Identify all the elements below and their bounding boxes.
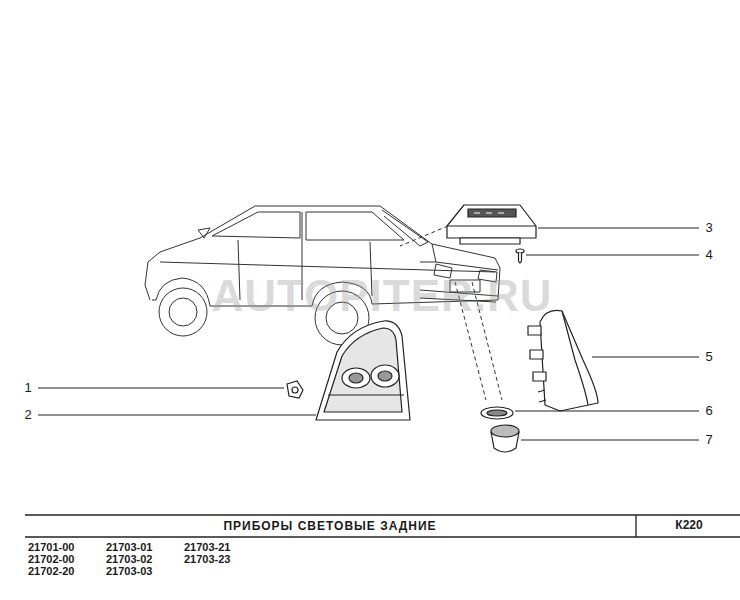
lamp-housing <box>447 205 536 238</box>
callout-number: 5 <box>705 350 712 364</box>
lamp-bracket <box>460 238 520 244</box>
model-code: 21703-03 <box>106 565 153 577</box>
screw <box>516 249 524 263</box>
lamp-housing <box>316 321 410 420</box>
tail-lamp <box>316 321 410 420</box>
plate-lamp-gasket <box>481 407 513 419</box>
lamp-lens <box>474 212 504 213</box>
car-rear-window <box>382 210 428 246</box>
band-rule <box>635 515 636 537</box>
lamp-housing <box>540 310 598 411</box>
model-code: 21703-01 <box>106 541 153 553</box>
lamp-connector <box>533 372 546 381</box>
sheet-number: К220 <box>675 519 702 532</box>
lamp-socket <box>287 381 303 398</box>
model-code: 21702-00 <box>28 553 75 565</box>
lamp-reflector <box>371 365 399 387</box>
leader-line <box>38 415 316 416</box>
leader-lines <box>38 228 699 440</box>
lamp-housing <box>562 311 588 405</box>
callout-number: 1 <box>24 381 31 395</box>
model-code: 21702-20 <box>28 565 75 577</box>
car-wheel <box>159 288 207 336</box>
model-code: 21701-00 <box>28 541 75 553</box>
car-wheel-arch <box>156 278 210 306</box>
screw-shank <box>519 253 522 263</box>
lamp-band <box>328 394 404 395</box>
callout-number: 4 <box>705 248 712 262</box>
callout-number: 2 <box>24 408 31 422</box>
band-rule <box>25 536 740 537</box>
lamp-reflector <box>342 368 370 388</box>
car-wheel <box>169 298 197 326</box>
lamp-connector <box>530 350 543 359</box>
sheet-title: ПРИБОРЫ СВЕТОВЫЕ ЗАДНИЕ <box>223 519 436 533</box>
leader-line <box>521 440 699 441</box>
callout-number: 3 <box>705 221 712 235</box>
plate-lamp <box>491 425 519 452</box>
car-window <box>212 212 300 238</box>
watermark: AUTOPITER.RU <box>211 272 552 320</box>
gasket-ring <box>487 410 507 416</box>
gasket-ring <box>481 407 513 419</box>
leader-line <box>515 411 699 412</box>
callout-number: 6 <box>705 404 712 418</box>
leader-line <box>592 357 699 358</box>
lamp-reflector <box>378 371 392 381</box>
band-rule <box>25 514 740 515</box>
callout-number: 7 <box>705 433 712 447</box>
lamp-lens <box>491 425 519 437</box>
model-code: 21703-02 <box>106 553 153 565</box>
lamp-lens <box>468 209 516 217</box>
screw-head <box>516 249 524 253</box>
title-band-rules <box>25 515 740 537</box>
model-code: 21703-21 <box>184 541 231 553</box>
lamp-connector <box>528 326 541 335</box>
leader-line <box>38 388 284 389</box>
lamp-lens <box>324 328 402 412</box>
socket-body <box>287 381 303 398</box>
dashed-line <box>400 226 448 246</box>
lamp-housing <box>447 225 536 226</box>
lamp-reflector <box>349 373 363 383</box>
leader-line <box>526 255 699 256</box>
socket-body <box>292 387 298 393</box>
lamp-stud <box>538 390 546 402</box>
car-mirror <box>198 228 210 238</box>
car-trunk <box>420 244 498 270</box>
leader-line <box>538 228 699 229</box>
model-code: 21703-23 <box>184 553 231 565</box>
high-mounted-stop-lamp <box>447 205 536 244</box>
car-window <box>306 212 404 240</box>
tail-lamp-side-view <box>528 310 598 411</box>
